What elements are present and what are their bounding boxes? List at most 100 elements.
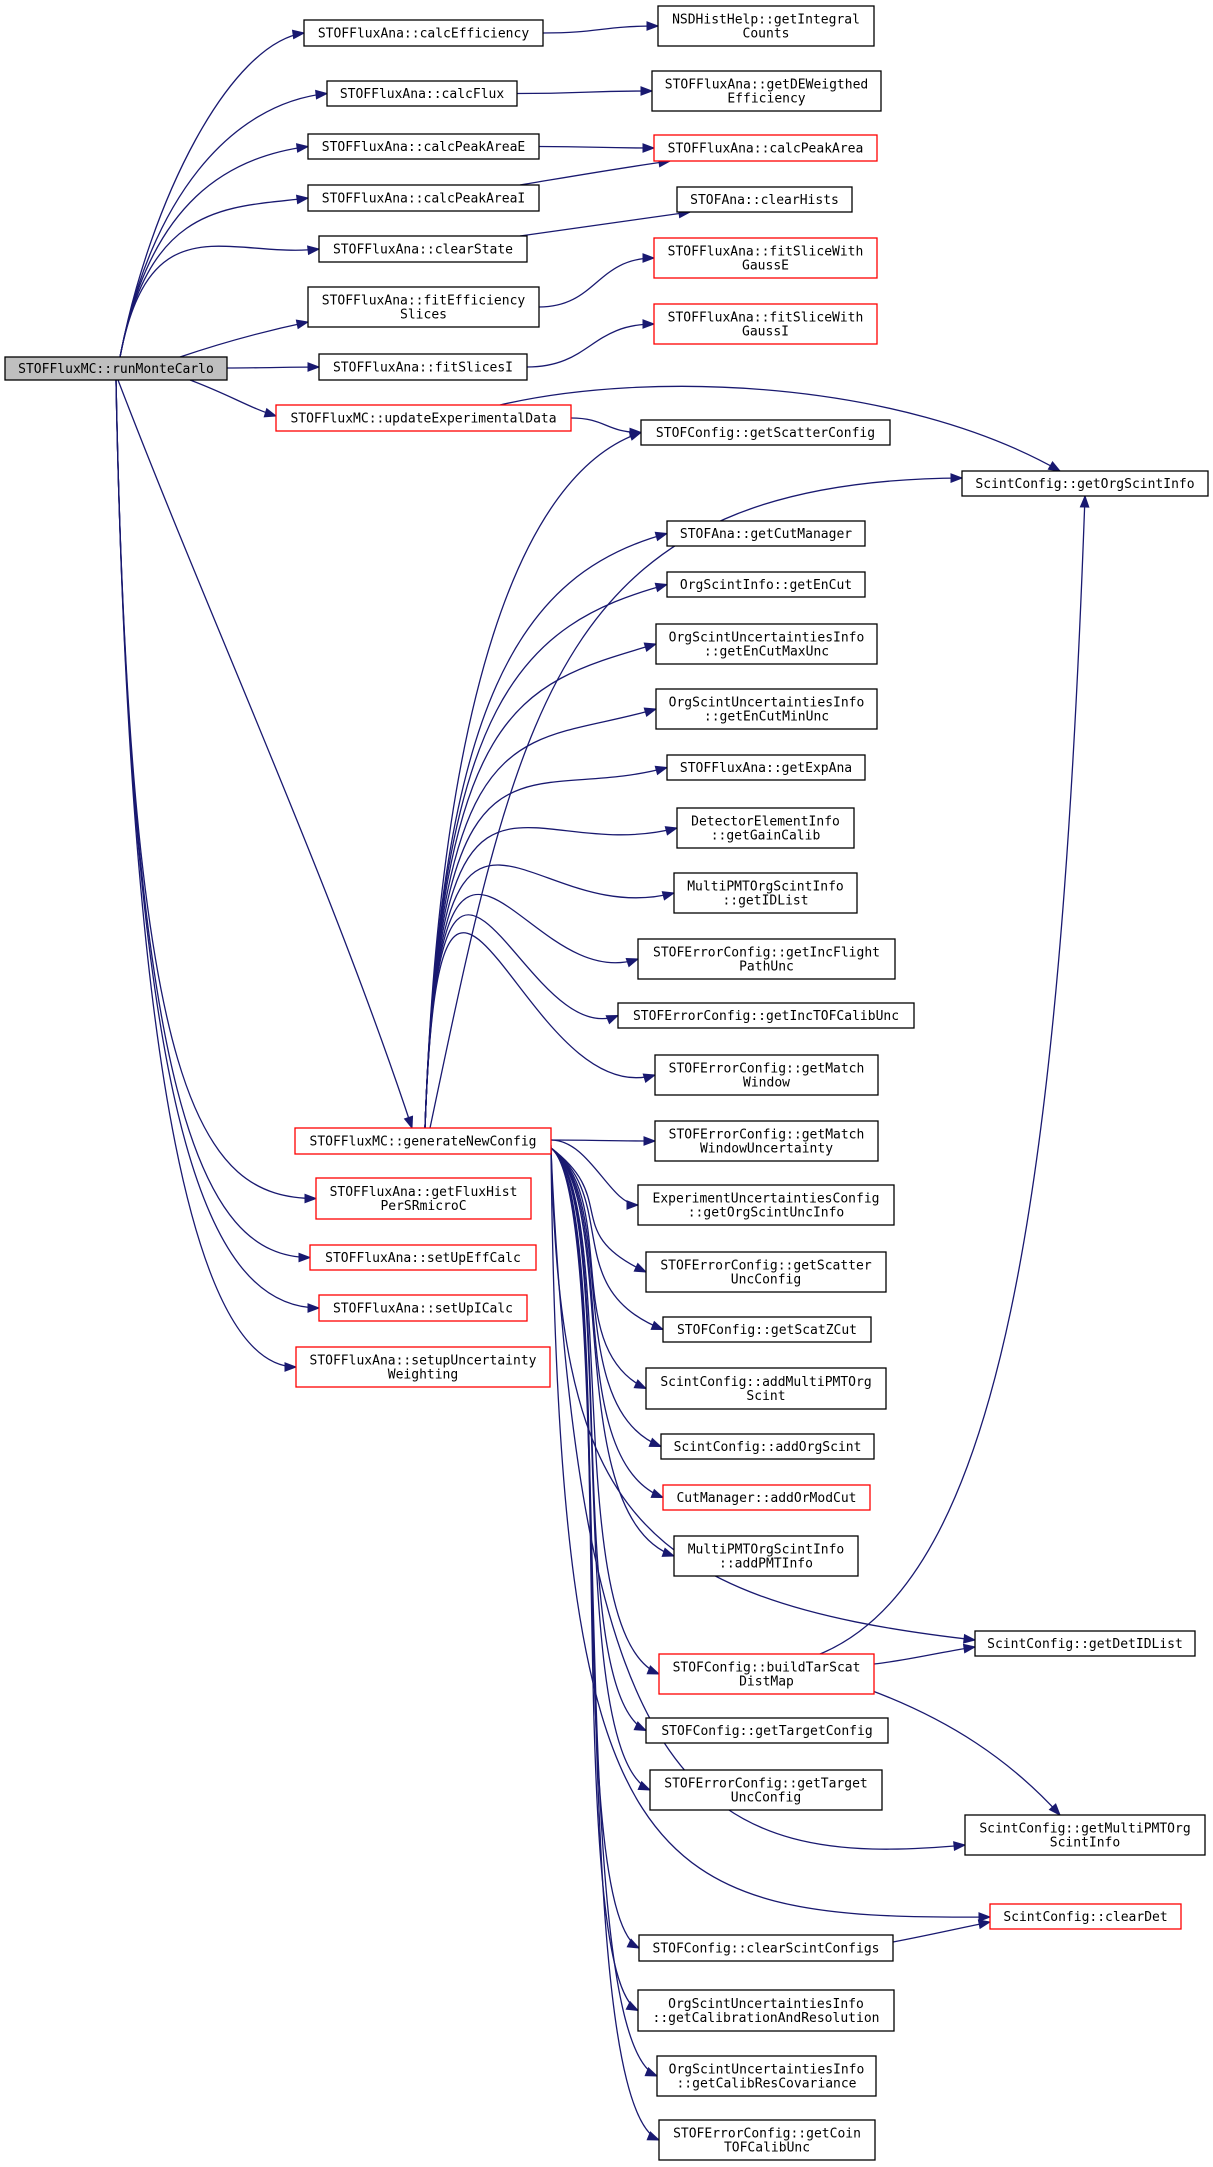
node-box[interactable] [318,353,528,381]
node-box[interactable] [303,19,544,47]
node-box[interactable] [657,5,875,47]
node-updExp[interactable]: STOFFluxMC::updateExperimentalData [275,404,572,432]
node-box[interactable] [662,1484,871,1511]
node-addOrg[interactable]: ScintConfig::addOrgScint [660,1433,875,1460]
node-box[interactable] [654,1120,879,1162]
node-calcFlux[interactable]: STOFFluxAna::calcFlux [326,80,518,107]
node-box[interactable] [307,286,540,328]
node-box[interactable] [315,1177,532,1220]
node-getIDList[interactable]: MultiPMTOrgScintInfo::getIDList [673,872,858,914]
node-box[interactable] [645,1251,887,1293]
node-getGainCalib[interactable]: DetectorElementInfo::getGainCalib [676,807,855,849]
node-setUpI[interactable]: STOFFluxAna::setUpICalc [318,1294,528,1322]
node-calcPAI[interactable]: STOFFluxAna::calcPeakAreaI [307,184,540,212]
node-getScatCfg[interactable]: STOFConfig::getScatterConfig [640,419,891,446]
node-getIncTOF[interactable]: STOFErrorConfig::getIncTOFCalibUnc [617,1002,915,1029]
node-box[interactable] [673,872,858,914]
node-clearDet[interactable]: ScintConfig::clearDet [989,1903,1182,1930]
node-box[interactable] [617,1002,915,1029]
node-box[interactable] [673,1535,859,1577]
node-box[interactable] [658,1653,875,1695]
node-box[interactable] [666,520,866,547]
node-box[interactable] [653,237,878,279]
node-box[interactable] [318,1294,528,1322]
node-box[interactable] [309,1244,537,1271]
node-clearScint[interactable]: STOFConfig::clearScintConfigs [638,1934,894,1962]
node-box[interactable] [676,807,855,849]
node-box[interactable] [318,235,528,263]
node-box[interactable] [660,1433,875,1460]
node-getOSUnc[interactable]: ExperimentUncertaintiesConfig::getOrgSci… [637,1184,895,1226]
node-box[interactable] [656,2055,877,2097]
node-getCalRes[interactable]: OrgScintUncertaintiesInfo::getCalibratio… [637,1989,895,2032]
node-getOrgScint[interactable]: ScintConfig::getOrgScintInfo [961,470,1209,497]
node-box[interactable] [638,1934,894,1962]
node-getCalibCov[interactable]: OrgScintUncertaintiesInfo::getCalibResCo… [656,2055,877,2097]
node-box[interactable] [989,1903,1182,1930]
node-box[interactable] [307,184,540,212]
node-box[interactable] [651,70,882,112]
node-getDetID[interactable]: ScintConfig::getDetIDList [974,1630,1196,1657]
node-getExpAna[interactable]: STOFFluxAna::getExpAna [666,754,866,781]
node-getTarCfg[interactable]: STOFConfig::getTargetConfig [645,1717,889,1744]
node-addPMT[interactable]: MultiPMTOrgScintInfo::addPMTInfo [673,1535,859,1577]
node-fitSlicesI[interactable]: STOFFluxAna::fitSlicesI [318,353,528,381]
node-box[interactable] [640,419,891,446]
node-box[interactable] [961,470,1209,497]
node-box[interactable] [655,688,878,730]
node-box[interactable] [653,303,878,345]
node-box[interactable] [655,623,878,665]
node-box[interactable] [658,2119,876,2161]
node-box[interactable] [637,1989,895,2032]
node-box[interactable] [654,1054,879,1096]
node-box[interactable] [307,133,540,160]
node-box[interactable] [326,80,518,107]
node-addOrMod[interactable]: CutManager::addOrModCut [662,1484,871,1511]
node-runMC[interactable]: STOFFluxMC::runMonteCarlo [4,356,228,381]
node-calcPA[interactable]: STOFFluxAna::calcPeakArea [653,134,878,162]
node-getEnCutMax[interactable]: OrgScintUncertaintiesInfo::getEnCutMaxUn… [655,623,878,665]
node-box[interactable] [662,1316,872,1343]
node-genNew[interactable]: STOFFluxMC::generateNewConfig [294,1127,552,1155]
node-calcEff[interactable]: STOFFluxAna::calcEfficiency [303,19,544,47]
node-box[interactable] [645,1717,889,1744]
node-box[interactable] [974,1630,1196,1657]
node-box[interactable] [964,1814,1206,1856]
node-box[interactable] [653,134,878,162]
node-box[interactable] [649,1769,883,1811]
node-box[interactable] [666,754,866,781]
node-clearHists[interactable]: STOFAna::clearHists [676,186,853,213]
node-setUpEff[interactable]: STOFFluxAna::setUpEffCalc [309,1244,537,1271]
node-box[interactable] [4,356,228,381]
node-getMatchWU[interactable]: STOFErrorConfig::getMatchWindowUncertain… [654,1120,879,1162]
node-box[interactable] [275,404,572,432]
node-box[interactable] [676,186,853,213]
node-box[interactable] [294,1127,552,1155]
node-box[interactable] [637,938,896,980]
node-box[interactable] [295,1346,551,1388]
node-calcPAE[interactable]: STOFFluxAna::calcPeakAreaE [307,133,540,160]
node-box[interactable] [637,1184,895,1226]
node-getEnCut[interactable]: OrgScintInfo::getEnCut [666,571,866,598]
node-box[interactable] [666,571,866,598]
node-getScatZ[interactable]: STOFConfig::getScatZCut [662,1316,872,1343]
node-getCutMgr[interactable]: STOFAna::getCutManager [666,520,866,547]
node-box[interactable] [645,1367,887,1410]
node-getEnCutMin[interactable]: OrgScintUncertaintiesInfo::getEnCutMinUn… [655,688,878,730]
node-clearState[interactable]: STOFFluxAna::clearState [318,235,528,263]
